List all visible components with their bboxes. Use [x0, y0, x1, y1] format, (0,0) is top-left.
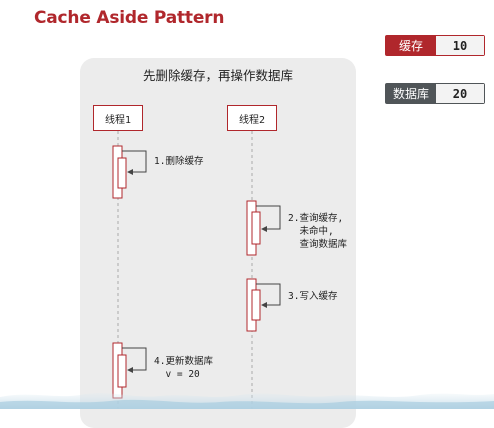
database-value: 20 [436, 84, 484, 103]
panel-title: 先删除缓存，再操作数据库 [142, 68, 293, 83]
cache-value: 10 [436, 36, 484, 55]
database-label: 数据库 [392, 87, 429, 101]
activation-step-2 [246, 200, 281, 256]
database-value-badge: 数据库 20 [385, 83, 485, 104]
cache-label: 缓存 [398, 39, 423, 53]
lane-header-thread-2: 线程2 [227, 105, 277, 131]
activation-step-1 [112, 145, 147, 199]
page-title: Cache Aside Pattern [34, 8, 225, 28]
step-1-label: 1.删除缓存 [154, 156, 204, 167]
lane-header-thread-1: 线程1 [93, 105, 143, 131]
activation-step-3 [246, 278, 281, 332]
decorative-wave-footer [0, 393, 494, 409]
step-2-label: 2.查询缓存, 未命中, 查询数据库 [288, 213, 347, 250]
cache-value-badge: 缓存 10 [385, 35, 485, 56]
sequence-diagram-lines [112, 131, 281, 409]
step-4-label: 4.更新数据库 v = 20 [154, 356, 213, 380]
step-3-label: 3.写入缓存 [288, 291, 338, 302]
